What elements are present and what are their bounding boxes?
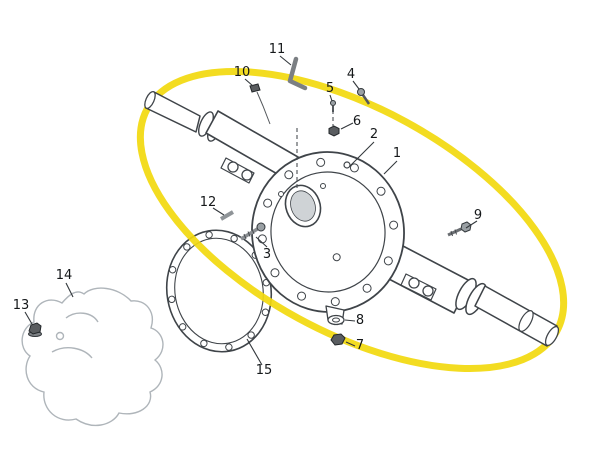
left-spring-seat [220, 157, 255, 184]
callout-8: 8 [356, 313, 364, 328]
breather-valve [249, 83, 271, 125]
callout-3: 3 [263, 247, 271, 262]
right-spring-seat [400, 273, 437, 301]
gasket-bolt-holes [168, 231, 270, 351]
callout-6: 6 [353, 114, 361, 129]
stud-hole-right [320, 183, 326, 189]
pinion-opening [284, 184, 322, 228]
callout-12: 12 [200, 195, 217, 210]
hex-key [287, 56, 308, 91]
callout-11: 11 [269, 42, 286, 57]
bolt-9 [447, 221, 472, 237]
gasket-ring [165, 229, 273, 353]
washer-8 [327, 314, 345, 326]
bolt-3 [240, 222, 266, 241]
bolt-4 [357, 88, 371, 105]
face-hole [332, 253, 341, 262]
callout-4: 4 [347, 67, 355, 82]
flange-bolt-holes [257, 157, 399, 307]
nut-6 [328, 125, 340, 137]
housing-stud [343, 161, 351, 169]
stud-hole-left [278, 191, 284, 197]
callout-5: 5 [326, 81, 334, 96]
callout-9: 9 [474, 208, 482, 223]
centerlines [296, 110, 334, 190]
callout-14: 14 [56, 268, 73, 283]
right-shaft-end [474, 285, 560, 347]
leader-lines [24, 55, 478, 366]
callouts: 1 2 3 4 5 6 7 8 9 10 11 12 13 14 15 [13, 42, 482, 378]
callout-13: 13 [13, 298, 30, 313]
sketch-part-outline [21, 287, 164, 427]
nut-13 [28, 322, 42, 337]
drain-plug [330, 333, 346, 346]
callout-2: 2 [370, 127, 378, 142]
callout-1: 1 [393, 146, 401, 161]
callout-15: 15 [256, 363, 273, 378]
dowel-pin [219, 210, 235, 221]
callout-7: 7 [356, 338, 364, 353]
callout-10: 10 [234, 65, 251, 80]
right-flange-rings [455, 277, 487, 316]
